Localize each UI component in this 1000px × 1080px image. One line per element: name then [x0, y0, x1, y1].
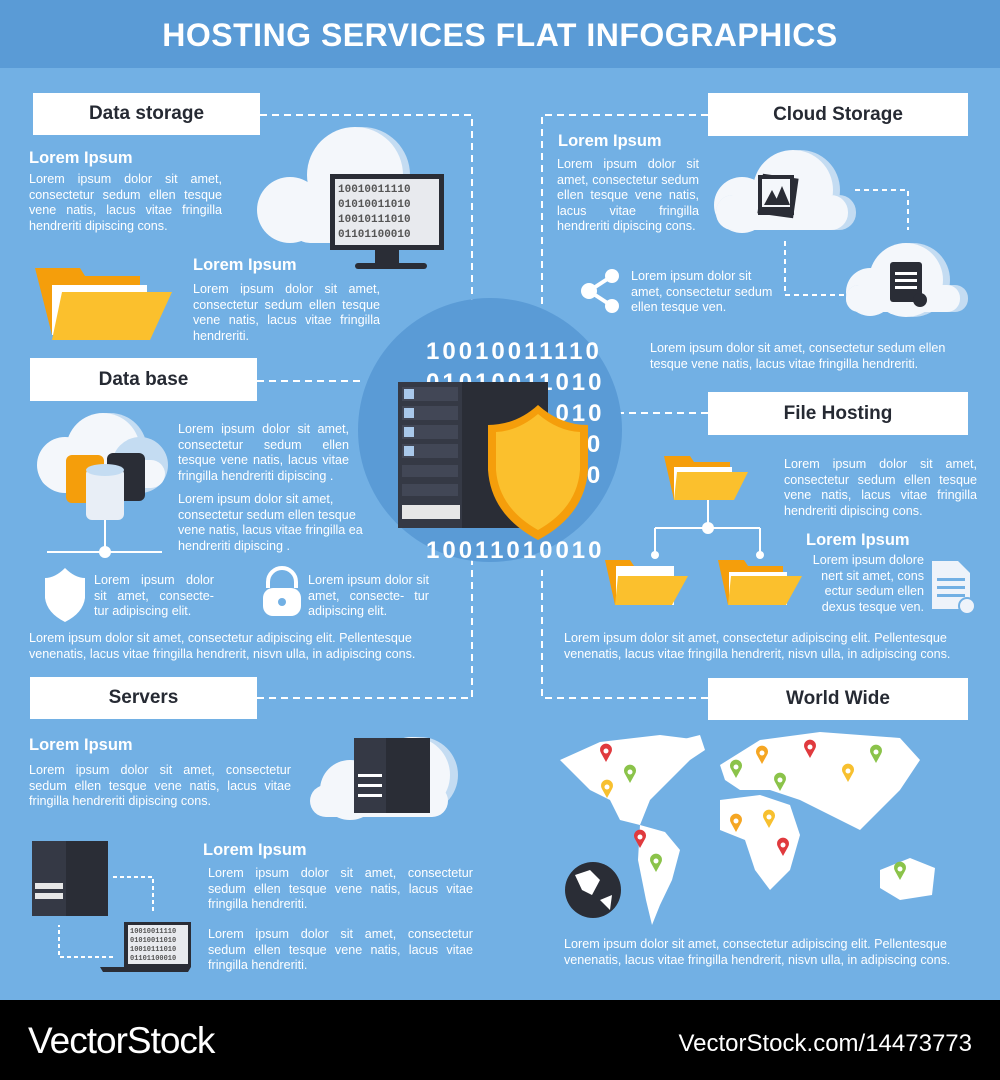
label-data-storage: Data storage	[33, 93, 260, 135]
header-bar: HOSTING SERVICES FLAT INFOGRAPHICS	[0, 0, 1000, 68]
shield-icon	[488, 405, 588, 540]
map-pin-dot	[653, 858, 659, 864]
paragraph: Lorem ipsum dolor sit amet, consectetur …	[564, 937, 951, 967]
binary-row: 10010011110	[426, 338, 602, 365]
paragraph: Lorem ipsum dolor sit amet, consectetur …	[178, 422, 349, 483]
lock-icon	[263, 566, 301, 616]
map-pin-dot	[873, 749, 879, 755]
paragraph: Lorem ipsum dolor sit amet, consectetur …	[557, 157, 699, 234]
label-data-base: Data base	[30, 358, 257, 401]
paragraph: Lorem ipsum dolor sit amet, consectetur …	[178, 492, 363, 553]
share-icon	[581, 269, 619, 313]
map-pins	[600, 739, 906, 880]
paragraph: Lorem ipsum dolor sit amet, consectetur …	[208, 866, 473, 912]
laptop-binary-row: 10010011110	[130, 928, 176, 936]
folder-icon	[35, 268, 172, 340]
brand-logo: VectorStock	[28, 1020, 215, 1061]
map-pin-dot	[845, 768, 851, 774]
cloud-server-icon	[310, 737, 458, 820]
monitor-icon: 10010011110 01010011010 10010111010 0110110…	[330, 174, 444, 269]
paragraph: Lorem ipsum dolor sit amet, consectetur …	[650, 341, 946, 371]
database-cloud-icon	[37, 413, 168, 558]
connector-lines	[257, 114, 708, 699]
paragraph: Lorem ipsum dolor sit amet, consecte- tu…	[308, 573, 429, 619]
label-world-wide: World Wide	[708, 678, 968, 720]
paragraph: Lorem ipsum dolor sit amet, consectetur …	[193, 282, 380, 343]
paragraph: Lorem ipsum dolor sit amet, consectetur …	[208, 927, 473, 973]
illustration-layer: 1001001111001010011010010100110101001011…	[32, 114, 976, 972]
folder-tree-icon	[605, 456, 802, 605]
server-icon	[32, 841, 108, 916]
paragraph: Lorem ipsum dolor sit amet, consectetur …	[564, 631, 951, 661]
map-pin-dot	[627, 769, 633, 775]
map-pin-dot	[807, 744, 813, 750]
map-pin-dot	[759, 750, 765, 756]
section-heading: Lorem Ipsum	[558, 132, 662, 150]
binary-row: 10011010010	[426, 537, 605, 564]
section-heading: Lorem Ipsum	[29, 149, 133, 167]
section-heading: Lorem Ipsum	[806, 531, 910, 549]
paragraph: Lorem ipsum dolor sit amet, consectetur …	[631, 269, 773, 315]
paragraph: Lorem ipsum dolor sit amet, consecte- tu…	[94, 573, 214, 619]
map-pin-dot	[897, 866, 903, 872]
map-pin-dot	[637, 834, 643, 840]
section-heading: Lorem Ipsum	[193, 256, 297, 274]
paragraph: Lorem ipsum dolor sit amet, consectetur …	[784, 457, 977, 518]
map-pin-dot	[766, 814, 772, 820]
screen-binary-row: 10010011110	[338, 184, 411, 196]
paragraph: Lorem ipsum dolor sit amet, consectetur …	[29, 631, 416, 661]
map-pin-dot	[733, 764, 739, 770]
laptop-binary-row: 10010111010	[130, 946, 176, 954]
footer: VectorStock VectorStock.com/14473773	[0, 1000, 1000, 1080]
label-servers: Servers	[30, 677, 257, 719]
map-pin-dot	[777, 777, 783, 783]
screen-binary-row: 10010111010	[338, 214, 411, 226]
laptop-icon: 1001001111001010011010100101110100110110…	[100, 922, 191, 972]
paragraph: Lorem ipsum dolor sit amet, consectetur …	[29, 763, 291, 809]
laptop-binary-row: 01101100010	[130, 955, 176, 963]
map-pin-dot	[780, 842, 786, 848]
paragraph: Lorem ipsum dolore nert sit amet, cons e…	[812, 553, 924, 614]
map-pin-dot	[604, 784, 610, 790]
map-pin-dot	[603, 748, 609, 754]
label-file-hosting: File Hosting	[708, 392, 968, 435]
globe-icon	[565, 862, 621, 918]
security-shield-icon	[45, 568, 85, 622]
section-heading: Lorem Ipsum	[203, 841, 307, 859]
laptop-binary-row: 01010011010	[130, 937, 176, 945]
page-title: HOSTING SERVICES FLAT INFOGRAPHICS	[162, 17, 838, 53]
screen-binary-row: 01010011010	[338, 199, 411, 211]
map-pin-dot	[733, 818, 739, 824]
paragraph: Lorem ipsum dolor sit amet, consectetur …	[29, 172, 222, 233]
screen-binary-row: 01101100010	[338, 229, 411, 241]
add-document-icon	[932, 561, 976, 615]
cloud-document-icon	[846, 243, 968, 317]
section-heading: Lorem Ipsum	[29, 736, 133, 754]
source-url: VectorStock.com/14473773	[678, 1030, 972, 1057]
label-cloud-storage: Cloud Storage	[708, 93, 968, 136]
cloud-photos-icon	[714, 150, 856, 233]
